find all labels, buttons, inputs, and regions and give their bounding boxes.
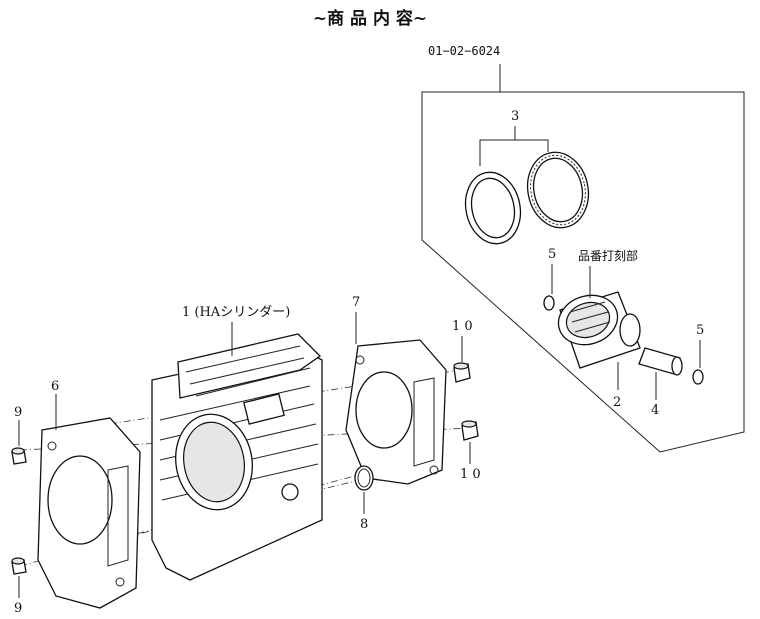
clip-lower — [692, 369, 704, 385]
oring-inner — [357, 468, 371, 488]
head-gasket — [345, 339, 447, 485]
kit-boundary — [421, 64, 745, 453]
piston — [557, 291, 641, 369]
label-8: 8 — [360, 517, 368, 532]
dowel-right-bottom — [461, 420, 479, 441]
label-9-top: 9 — [14, 405, 22, 420]
base-gasket — [37, 417, 141, 609]
kit-code: 01−02−6024 — [428, 44, 500, 58]
label-7: 7 — [352, 295, 360, 310]
label-5-upper: 5 — [548, 247, 556, 262]
label-6: 6 — [51, 379, 59, 394]
label-5-lower: 5 — [696, 323, 704, 338]
clip-upper — [543, 295, 555, 311]
cylinder — [151, 333, 323, 581]
label-1: 1 (HAシリンダー) — [182, 305, 290, 320]
diagram-title: ~商 品 内 容~ — [313, 8, 427, 29]
piston-pin — [638, 347, 683, 376]
piston-rings — [464, 151, 590, 245]
stamp-note: 品番打刻部 — [578, 248, 638, 263]
label-10-top: 1 0 — [452, 319, 473, 334]
label-10-bottom: 1 0 — [460, 467, 481, 482]
label-4: 4 — [651, 403, 659, 418]
label-2: 2 — [613, 395, 621, 410]
dowel-left-bottom — [11, 557, 27, 575]
dowel-right-top — [453, 362, 471, 383]
label-9-bottom: 9 — [14, 601, 22, 616]
rings-leader — [479, 126, 549, 166]
dowel-left-top — [11, 447, 27, 465]
label-3: 3 — [511, 109, 519, 124]
